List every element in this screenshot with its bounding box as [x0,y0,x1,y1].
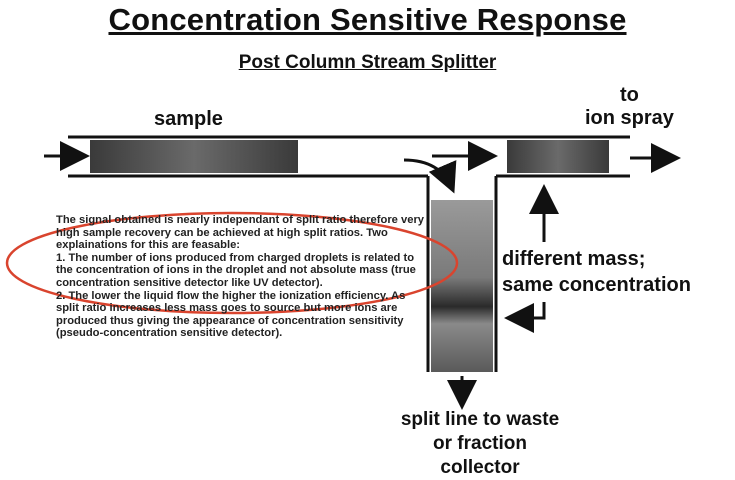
split-label-line1: split line to waste [400,409,560,430]
highlight-ellipse [5,211,459,315]
mass-pointer-left [504,302,546,333]
split-line-label: split line to waste or fraction collecto… [380,408,580,480]
note-point-1: 1. The number of ions produced from char… [56,251,416,289]
note-point-2: 2. The lower the liquid flow the higher … [56,289,406,340]
split-label-line2: or fraction [433,433,527,454]
sample-label: sample [154,108,223,130]
different-mass-line2: same concentration [502,274,691,296]
different-mass-line1: different mass; [502,248,646,270]
explanation-note: The signal obtained is nearly independan… [56,214,426,340]
sample-band-split [431,200,493,372]
sample-band-inlet [90,140,298,173]
split-curve-arrow [403,158,457,194]
different-mass-label: different mass; same concentration [502,246,691,298]
page-title: Concentration Sensitive Response [108,2,627,37]
ion-spray-label: to ion spray [585,84,674,130]
ion-spray-label-line2: ion spray [585,107,674,129]
sample-band-ion-spray [507,140,609,173]
note-paragraph: The signal obtained is nearly independan… [56,214,425,252]
page-subtitle: Post Column Stream Splitter [238,52,497,73]
ion-spray-label-line1: to [620,84,639,106]
split-label-line3: collector [440,457,520,478]
